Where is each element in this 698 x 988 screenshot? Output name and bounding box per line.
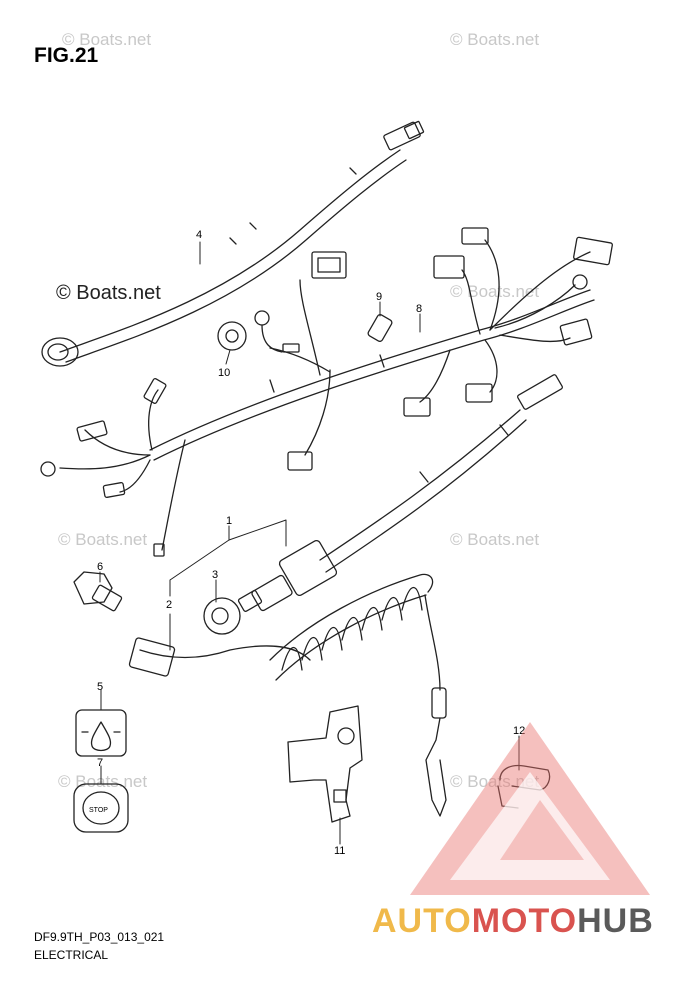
- part-8-main-harness: [40, 227, 613, 557]
- watermark: © Boats.net: [56, 282, 161, 304]
- brand-part-auto: AUTO: [372, 902, 472, 940]
- callout-1: 1: [226, 515, 232, 527]
- watermark: © Boats.net: [450, 530, 540, 549]
- figure-title: FIG.21: [34, 44, 99, 67]
- watermark: © Boats.net: [62, 30, 152, 49]
- callout-6: 6: [97, 561, 103, 573]
- brand-part-moto: MOTO: [471, 902, 578, 940]
- brand-logo: AUTOMOTOHUB: [372, 902, 654, 941]
- callout-9: 9: [376, 291, 382, 303]
- callout-numbers: 1 2 3 4 5 6 7 8 9 10 11 12 STOP: [89, 229, 525, 857]
- watermark: © Boats.net: [450, 282, 540, 301]
- part-5-oil-plate: [75, 709, 127, 757]
- coiled-cord: [269, 573, 447, 817]
- part-10-grommet: [217, 310, 283, 353]
- figure-code: DF9.9TH_P03_013_021: [34, 930, 165, 944]
- stop-label: STOP: [89, 807, 108, 814]
- watermark: © Boats.net: [450, 30, 540, 49]
- callout-5: 5: [97, 681, 103, 693]
- part-2-lanyard: [128, 637, 311, 677]
- logo-triangle-icon: [410, 722, 650, 895]
- callout-11: 11: [334, 845, 345, 857]
- part-11-bracket: [287, 705, 363, 823]
- figure-category: ELECTRICAL: [34, 948, 109, 962]
- callout-leaders: [99, 241, 520, 845]
- watermark: © Boats.net: [58, 530, 148, 549]
- part-3-nut: [203, 597, 241, 635]
- callout-7: 7: [97, 757, 103, 769]
- callout-3: 3: [212, 569, 218, 581]
- callout-8: 8: [416, 303, 422, 315]
- watermark: © Boats.net: [58, 772, 148, 791]
- part-9-sleeve: [367, 314, 393, 342]
- part-4-harness: [41, 120, 425, 367]
- brand-part-hub: HUB: [577, 902, 654, 940]
- callout-10: 10: [218, 367, 230, 379]
- callout-2: 2: [166, 599, 172, 611]
- callout-12: 12: [513, 725, 525, 737]
- callout-4: 4: [196, 229, 202, 241]
- part-1-stop-switch: [237, 374, 563, 612]
- part-6-sensor: [73, 571, 123, 612]
